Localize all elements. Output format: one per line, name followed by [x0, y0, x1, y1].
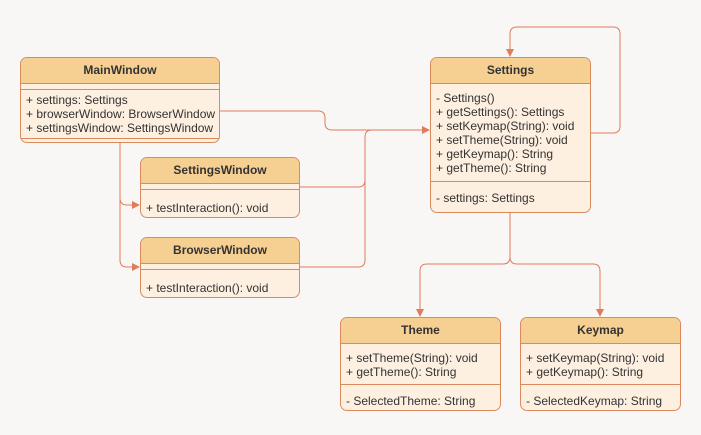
method: + getKeymap(): String	[526, 365, 644, 379]
method: + setTheme(String): void	[346, 351, 478, 365]
edge-mainwindow-to-settingswindow	[119, 142, 140, 209]
class-name: Theme	[341, 318, 500, 344]
class-keymap[interactable]: Keymap + setKeymap(String): void + getKe…	[520, 317, 681, 411]
method: + getKeymap(): String	[436, 147, 554, 161]
methods-section: + setTheme(String): void + getTheme(): S…	[341, 344, 500, 385]
fields-section: - SelectedKeymap: String	[521, 385, 680, 410]
class-name: BrowserWindow	[141, 238, 299, 264]
edge-settings-to-theme	[416, 212, 511, 317]
edge-settingswindow-to-settings	[300, 129, 373, 188]
fields-section: - settings: Settings	[431, 182, 590, 208]
methods-section: - Settings() + getSettings(): Settings +…	[431, 84, 590, 182]
method: + testInteraction(): void	[146, 201, 269, 215]
method: + setKeymap(String): void	[526, 351, 665, 365]
method: + setTheme(String): void	[436, 133, 568, 147]
edge-browserwindow-to-settings	[300, 180, 366, 268]
methods-section: + testInteraction(): void	[141, 269, 299, 297]
field: - settings: Settings	[436, 191, 535, 205]
attribute: + browserWindow: BrowserWindow	[26, 107, 216, 121]
method: + getTheme(): String	[436, 161, 547, 175]
method: - Settings()	[436, 91, 495, 105]
class-browser-window[interactable]: BrowserWindow + testInteraction(): void	[140, 237, 300, 298]
edge-mainwindow-to-browserwindow	[119, 198, 140, 271]
attribute: + settings: Settings	[26, 93, 128, 107]
edge-mainwindow-to-settings	[220, 110, 430, 134]
method: + getTheme(): String	[346, 365, 457, 379]
method: + setKeymap(String): void	[436, 119, 575, 133]
class-main-window[interactable]: MainWindow + settings: Settings + browse…	[20, 57, 220, 143]
field: - SelectedTheme: String	[346, 394, 476, 408]
class-name: MainWindow	[21, 58, 219, 84]
attribute: + settingsWindow: SettingsWindow	[26, 121, 214, 135]
class-theme[interactable]: Theme + setTheme(String): void + getThem…	[340, 317, 501, 411]
field: - SelectedKeymap: String	[526, 394, 663, 408]
edge-settings-self-reference	[506, 26, 621, 134]
class-name: Settings	[431, 58, 590, 84]
edge-settings-to-keymap	[509, 256, 604, 317]
method: + testInteraction(): void	[146, 281, 269, 295]
class-settings-window[interactable]: SettingsWindow + testInteraction(): void	[140, 157, 300, 218]
methods-section: + testInteraction(): void	[141, 189, 299, 217]
class-name: Keymap	[521, 318, 680, 344]
method: + getSettings(): Settings	[436, 105, 565, 119]
methods-section: + setKeymap(String): void + getKeymap():…	[521, 344, 680, 385]
class-name: SettingsWindow	[141, 158, 299, 184]
attributes-section: + settings: Settings + browserWindow: Br…	[21, 89, 219, 139]
class-settings[interactable]: Settings - Settings() + getSettings(): S…	[430, 57, 591, 213]
fields-section: - SelectedTheme: String	[341, 385, 500, 410]
